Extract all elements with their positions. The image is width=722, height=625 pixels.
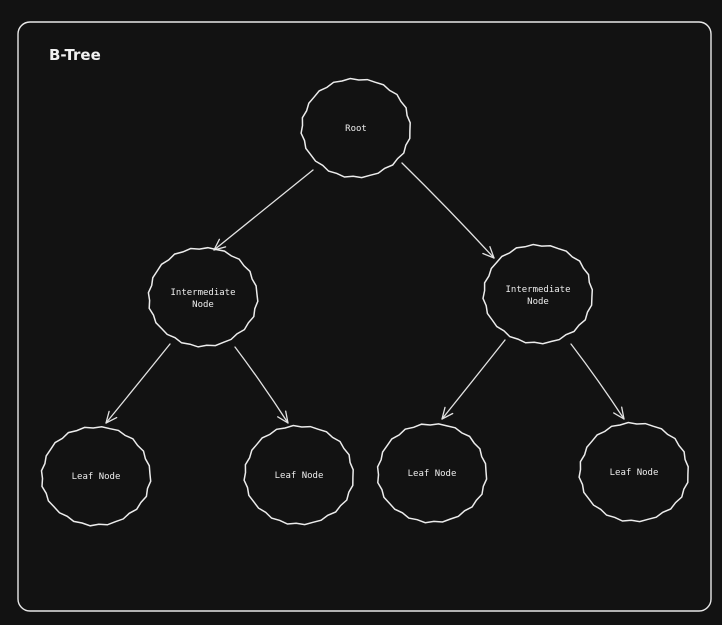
arrow-head (213, 238, 227, 251)
edge-arrow (401, 162, 495, 259)
edge-arrow (105, 343, 171, 424)
node-label: Leaf Node (610, 468, 659, 478)
edge-line (401, 162, 495, 259)
tree-node-root: Root (300, 77, 411, 179)
diagram-title: B-Tree (49, 46, 101, 64)
node-circle (578, 421, 689, 523)
edge-arrow (570, 343, 625, 420)
node-circle (40, 426, 152, 527)
tree-node-leaf-2: Leaf Node (243, 424, 354, 526)
node-label: Root (345, 124, 367, 134)
edges-layer (105, 162, 625, 424)
arrow-head (441, 406, 454, 420)
node-label: Leaf Node (72, 472, 121, 482)
arrow-head (105, 410, 118, 424)
edge-line (570, 343, 625, 420)
arrow-head (613, 406, 625, 420)
node-label: Leaf Node (408, 469, 457, 479)
node-circle (243, 424, 354, 526)
arrow-head (482, 246, 495, 259)
edge-arrow (441, 339, 506, 420)
node-circle (376, 423, 488, 524)
node-circle (300, 77, 411, 179)
edge-line (213, 169, 314, 251)
node-circle (482, 243, 594, 345)
edge-line (105, 343, 171, 424)
diagram-frame (17, 21, 712, 612)
node-circle (147, 246, 259, 348)
tree-node-leaf-1: Leaf Node (40, 426, 152, 527)
edge-line (234, 346, 289, 424)
tree-node-leaf-3: Leaf Node (376, 423, 488, 524)
edge-arrow (213, 169, 314, 251)
node-label: Leaf Node (275, 471, 324, 481)
edge-line (441, 339, 506, 420)
arrow-head (277, 410, 289, 424)
edge-arrow (234, 346, 289, 424)
tree-node-leaf-4: Leaf Node (578, 421, 689, 523)
